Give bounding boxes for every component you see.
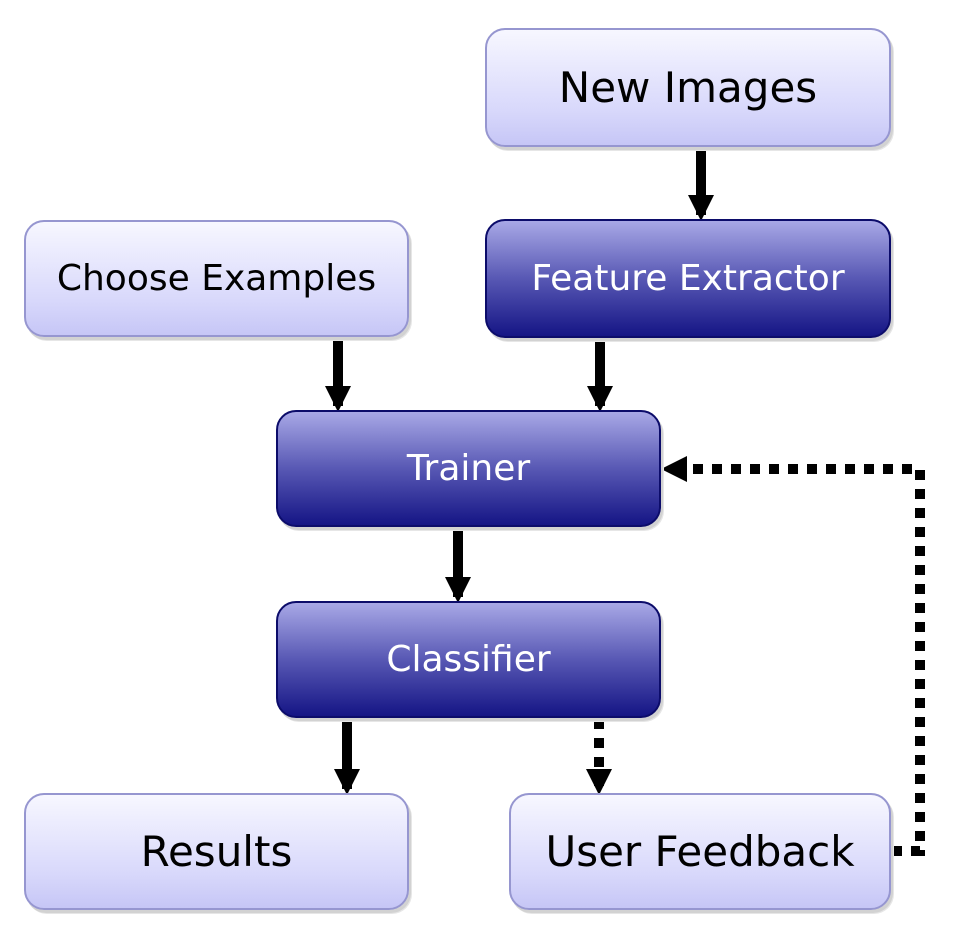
trainer-node: Trainer — [276, 410, 661, 527]
results-node: Results — [24, 793, 409, 910]
new-images-node: New Images — [485, 28, 891, 147]
classifier-node: Classifier — [276, 601, 661, 718]
edge-user-feedback-to-trainer — [661, 456, 925, 856]
new-images-label: New Images — [558, 63, 818, 112]
results-label: Results — [140, 827, 293, 876]
choose-examples-node: Choose Examples — [24, 220, 409, 337]
feature-extractor-node: Feature Extractor — [485, 219, 891, 338]
trainer-label: Trainer — [406, 448, 531, 489]
user-feedback-node: User Feedback — [509, 793, 891, 910]
classifier-label: Classifier — [386, 639, 551, 680]
user-feedback-label: User Feedback — [545, 827, 855, 876]
choose-examples-label: Choose Examples — [56, 258, 377, 299]
feature-extractor-label: Feature Extractor — [531, 258, 845, 299]
